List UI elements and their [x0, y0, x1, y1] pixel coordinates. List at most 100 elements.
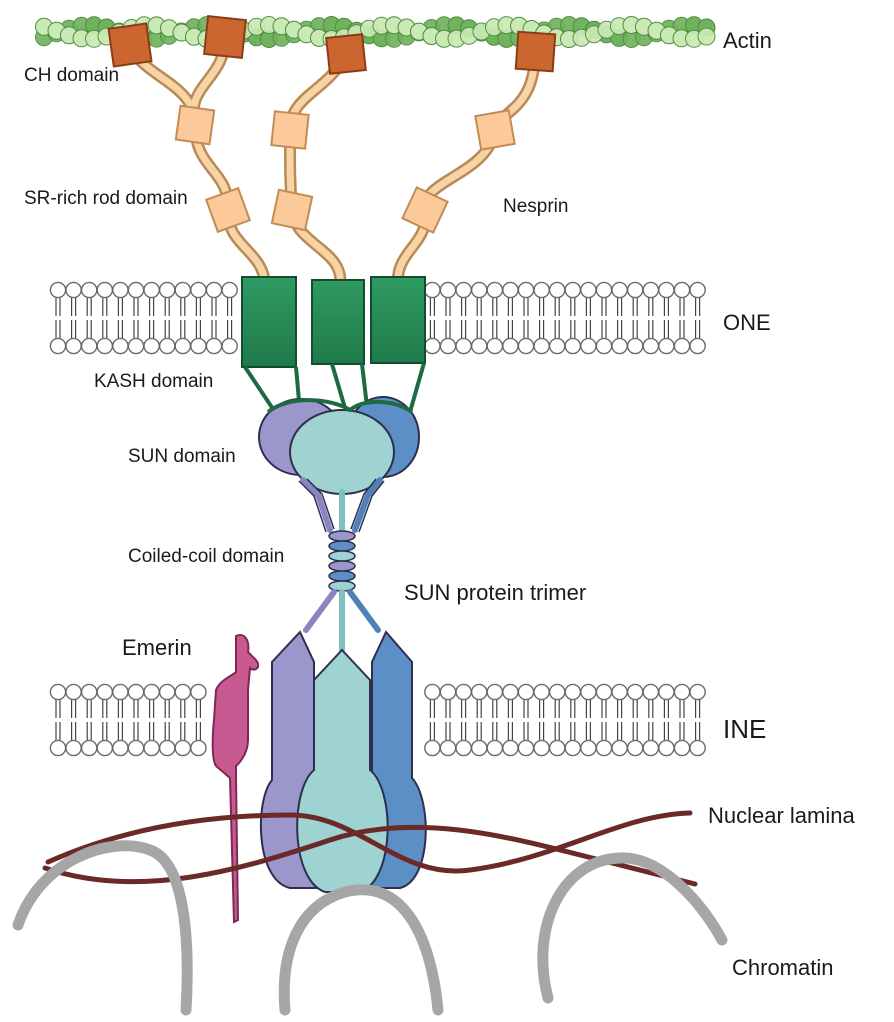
- lipid-head: [143, 337, 160, 355]
- lipid-head: [221, 337, 238, 355]
- coil-segment: [328, 530, 356, 542]
- sr-square: [474, 109, 516, 151]
- lipid-head: [96, 281, 114, 299]
- lipid-head: [80, 337, 98, 355]
- ch-domains: [107, 15, 557, 75]
- lipid-head: [143, 683, 160, 701]
- lipid-head: [517, 739, 535, 757]
- lipid-head: [190, 739, 207, 757]
- lipid-head: [673, 281, 691, 299]
- lipid-head: [424, 739, 441, 757]
- lipid-head: [658, 683, 675, 701]
- inner-nuclear-membrane: [49, 683, 706, 757]
- lipid-head: [580, 281, 597, 299]
- labels: Actin CH domain SR-rich rod domain Nespr…: [24, 28, 855, 980]
- outer-nuclear-membrane: [49, 281, 706, 355]
- lipid-head: [49, 683, 67, 701]
- label-ine: INE: [723, 714, 766, 744]
- lipid-head: [112, 683, 129, 701]
- emerin-shape: [211, 634, 260, 924]
- label-sun-protein-trimer: SUN protein trimer: [404, 580, 586, 605]
- lipid-head: [564, 683, 582, 701]
- lipid-head: [424, 683, 441, 701]
- kash-block: [370, 276, 426, 364]
- lipid-head: [127, 683, 145, 701]
- lipid-head: [486, 683, 504, 701]
- lipid-head: [190, 281, 207, 299]
- lipid-head: [658, 281, 675, 299]
- coil-segment: [328, 570, 356, 582]
- ch-domain-square: [203, 15, 247, 59]
- lipid-head: [174, 683, 192, 701]
- lipid-head: [470, 281, 488, 299]
- lipid-head: [626, 337, 644, 355]
- lipid-head: [174, 739, 192, 757]
- lipid-head: [548, 281, 566, 299]
- lipid-head: [112, 337, 129, 355]
- lipid-head: [96, 739, 114, 757]
- lipid-head: [486, 337, 504, 355]
- lipid-head: [564, 739, 582, 757]
- lipid-head: [158, 739, 176, 757]
- label-kash-domain: KASH domain: [94, 371, 213, 392]
- lipid-head: [221, 281, 238, 299]
- lipid-head: [611, 281, 628, 299]
- lipid-head: [673, 683, 691, 701]
- label-ch-domain: CH domain: [24, 65, 119, 86]
- nesprin-strands-inner: [126, 34, 539, 289]
- lipid-head: [595, 281, 613, 299]
- lipid-head: [470, 683, 488, 701]
- sun-lower-stalks: [303, 589, 381, 653]
- label-one: ONE: [723, 310, 771, 335]
- lipid-head: [626, 281, 644, 299]
- lipid-head: [190, 337, 207, 355]
- sr-rich-rod-squares: [174, 104, 516, 234]
- lipid-head: [143, 739, 160, 757]
- lipid-head: [595, 683, 613, 701]
- lipid-head: [424, 281, 441, 299]
- lipid-head: [65, 683, 82, 701]
- lipid-head: [658, 337, 675, 355]
- lipid-head: [689, 281, 706, 299]
- lipid-head: [642, 281, 660, 299]
- lipid-head: [580, 683, 597, 701]
- lipid-head: [65, 739, 82, 757]
- lipid-head: [174, 337, 192, 355]
- lipid-head: [96, 337, 114, 355]
- lipid-head: [65, 281, 82, 299]
- lipid-head: [455, 739, 472, 757]
- label-coiled-coil-domain: Coiled-coil domain: [128, 546, 284, 567]
- lipid-head: [626, 683, 644, 701]
- label-emerin: Emerin: [122, 635, 192, 660]
- sr-square: [270, 110, 310, 150]
- lipid-head: [439, 281, 457, 299]
- lipid-head: [80, 739, 98, 757]
- lipid-head: [112, 739, 129, 757]
- lipid-head: [127, 739, 145, 757]
- lipid-head: [439, 337, 457, 355]
- lipid-head: [502, 281, 519, 299]
- lipid-head: [626, 739, 644, 757]
- lipid-head: [486, 281, 504, 299]
- lipid-head: [455, 683, 472, 701]
- label-chromatin: Chromatin: [732, 955, 833, 980]
- emerin-protein: [211, 634, 260, 924]
- lipid-head: [205, 281, 223, 299]
- lipid-head: [548, 739, 566, 757]
- kash-block: [311, 279, 365, 365]
- lipid-head: [424, 337, 441, 355]
- lipid-head: [595, 337, 613, 355]
- lipid-head: [517, 281, 535, 299]
- lipid-head: [439, 739, 457, 757]
- actin-bead: [697, 27, 716, 46]
- kash-domains: [241, 276, 426, 368]
- lipid-head: [642, 683, 660, 701]
- lipid-head: [470, 739, 488, 757]
- lipid-head: [455, 337, 472, 355]
- sun-stalks-outline: [298, 478, 385, 533]
- lipid-head: [611, 739, 628, 757]
- lipid-head: [502, 683, 519, 701]
- lipid-head: [595, 739, 613, 757]
- kash-sun-contact: [266, 398, 414, 414]
